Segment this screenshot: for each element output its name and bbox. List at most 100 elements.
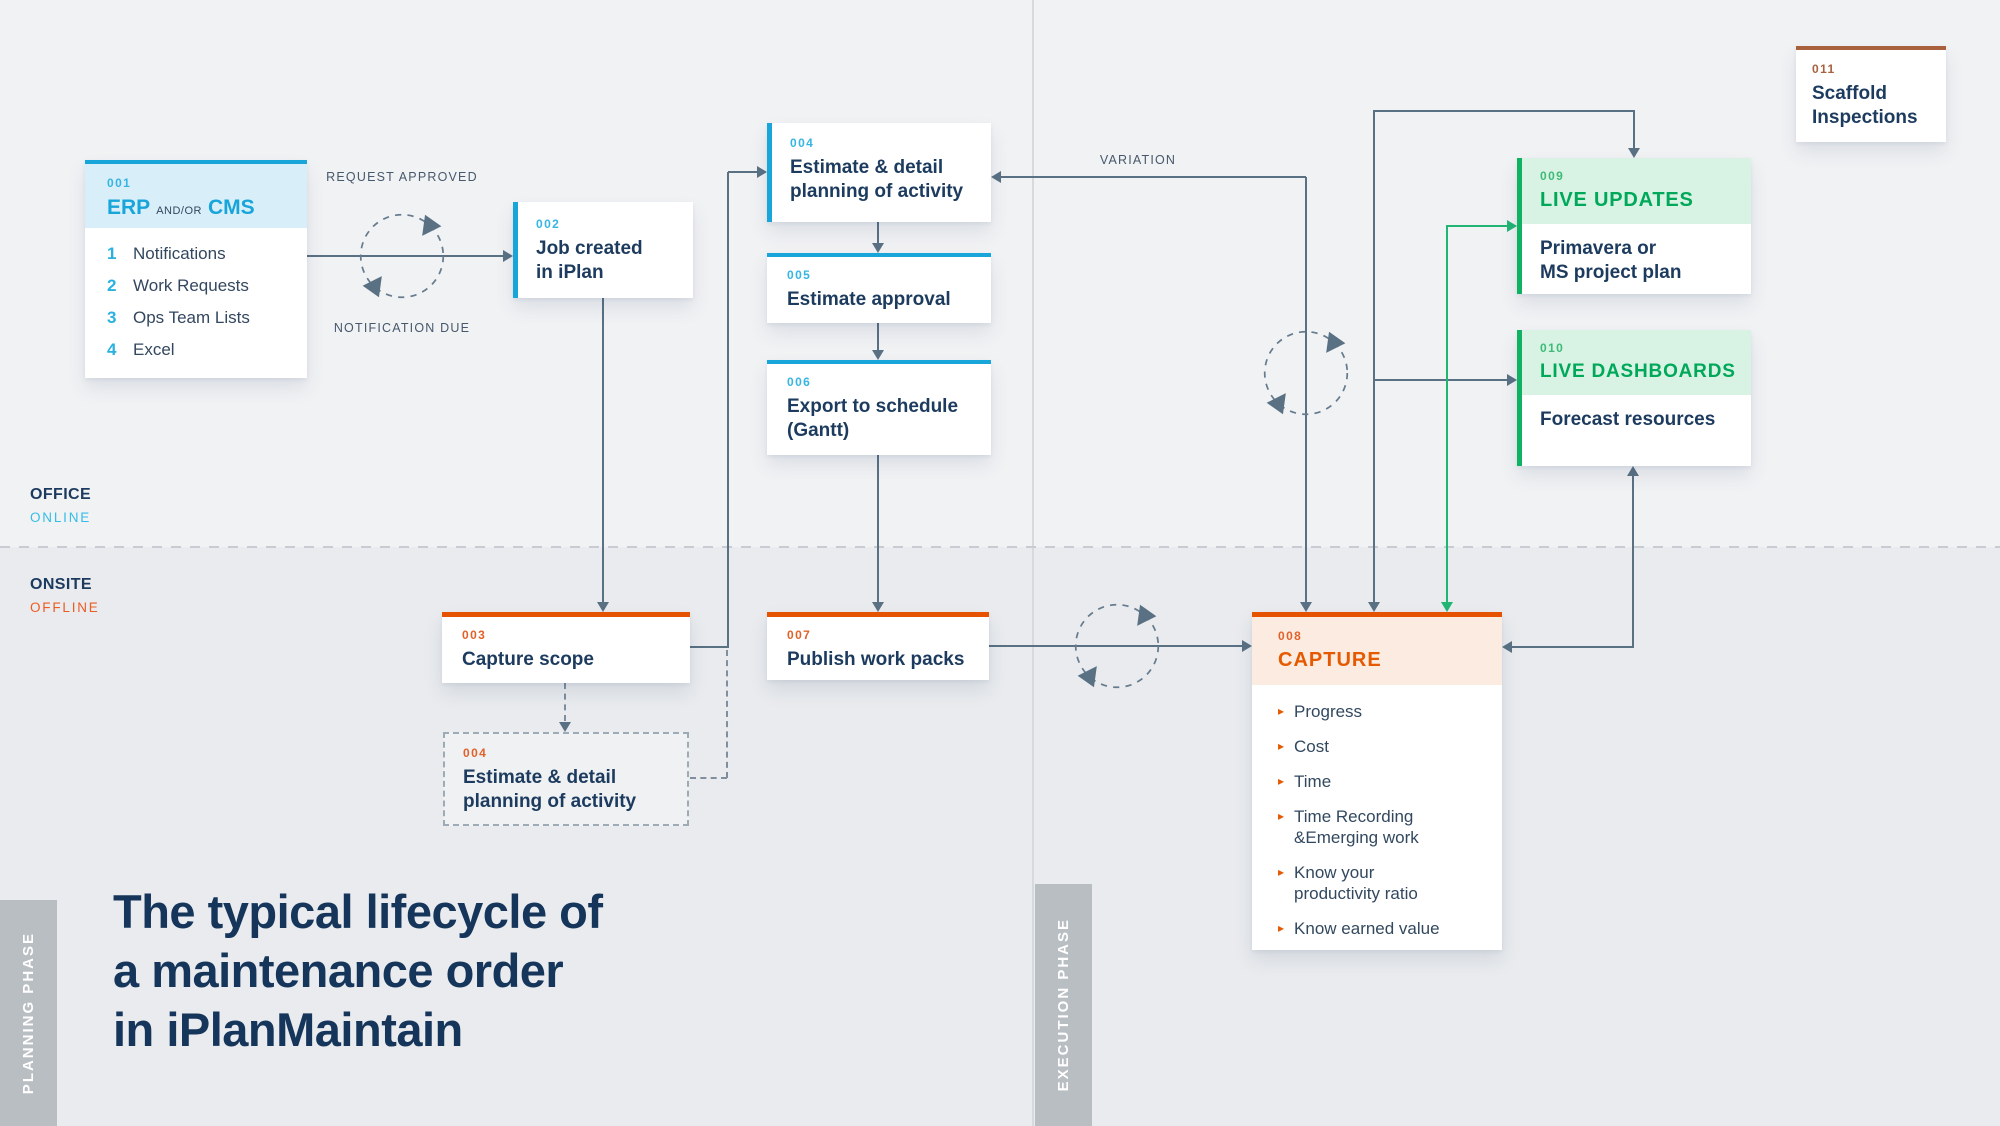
card-007-publish-work-packs: 007 Publish work packs (767, 612, 989, 680)
triangle-bullet-icon: ▸ (1278, 739, 1285, 753)
card-008-header: 008 CAPTURE (1252, 617, 1502, 685)
item-number: 1 (107, 244, 117, 263)
item-label: Time Recording&Emerging work (1294, 806, 1419, 848)
card-number: 009 (1540, 169, 1565, 183)
card-010-live-dashboards: 010 LIVE DASHBOARDS Forecast resources (1517, 330, 1751, 466)
list-item: ▸Know earned value (1278, 918, 1486, 939)
title-line: (Gantt) (787, 420, 850, 441)
card-number: 003 (462, 628, 487, 642)
title-line: Inspections (1812, 107, 1918, 128)
item-label: Work Requests (133, 276, 249, 295)
onsite-offline-region (0, 547, 2000, 1126)
connector-liveupdates-008-v (1446, 226, 1448, 602)
connector-006-007 (877, 455, 879, 602)
body-line: Primavera or (1540, 238, 1657, 259)
sync-cycle-icon (359, 213, 445, 299)
arrowhead-variation-into-004 (991, 171, 1001, 183)
item-label: Cost (1294, 737, 1329, 756)
card-body: Forecast resources (1522, 395, 1751, 432)
card-005-estimate-approval: 005 Estimate approval (767, 253, 991, 323)
sync-cycle-icon (1263, 330, 1349, 416)
title-line: planning of activity (463, 791, 637, 812)
connector-hub-010-h (1374, 379, 1507, 381)
connector-loop-010-v (1632, 474, 1634, 648)
connector-004dashed-h (690, 777, 727, 779)
list-item: ▸ Progress (1278, 701, 1486, 722)
connector-hub-top-h (1373, 110, 1635, 112)
connector-004-005 (877, 222, 879, 243)
erp-label: ERP (107, 196, 151, 219)
title-line: in iPlan (536, 262, 604, 283)
body-line: Forecast resources (1540, 409, 1716, 430)
card-number: 005 (787, 268, 812, 282)
title-line: a maintenance order (113, 944, 564, 997)
arrowhead-into-005 (872, 243, 884, 253)
card-004-estimate-planning: 004 Estimate & detail planning of activi… (767, 123, 991, 222)
item-line: Know your (1294, 863, 1375, 882)
andor-label: AND/OR (156, 205, 202, 217)
arrowhead-green-into-009 (1507, 220, 1517, 232)
item-number: 2 (107, 276, 117, 295)
connector-007-008 (989, 645, 1242, 647)
list-item: ▸ Time Recording&Emerging work (1278, 806, 1486, 848)
card-title: CAPTURE (1278, 649, 1382, 671)
connector-hub-v (1373, 111, 1375, 602)
page-title: The typical lifecycle of a maintenance o… (113, 882, 603, 1059)
triangle-bullet-icon: ▸ (1278, 704, 1285, 718)
triangle-bullet-icon: ▸ (1278, 865, 1285, 879)
arrowhead-into-004dashed (559, 722, 571, 732)
connector-005-006 (877, 323, 879, 350)
connector-liveupdates-008-h (1446, 225, 1507, 227)
card-number: 007 (787, 628, 812, 642)
title-line: Scaffold (1812, 83, 1887, 104)
arrowhead-into-010-bottom (1627, 466, 1639, 476)
list-item: ▸Time (1278, 771, 1486, 792)
card-number: 008 (1278, 629, 1303, 643)
list-item: ▸ Cost (1278, 736, 1486, 757)
title-line: The typical lifecycle of (113, 885, 603, 938)
connector-loop-008-h (1512, 646, 1634, 648)
card-004-dashed-estimate-planning: 004 Estimate & detail planning of activi… (443, 732, 689, 826)
card-title: Estimate approval (787, 289, 951, 310)
card-title: Estimate & detail planning of activity (790, 156, 979, 204)
card-003-capture-scope: 003 Capture scope (442, 612, 690, 683)
card-number: 004 (790, 136, 815, 150)
label-office: OFFICE (30, 486, 92, 503)
list-item: 2 Work Requests (85, 270, 307, 302)
label-notification-due: NOTIFICATION DUE (333, 321, 471, 335)
connector-003-up-v (727, 172, 729, 648)
connector-into-004-h (728, 171, 757, 173)
item-label: Time (1294, 772, 1332, 791)
connector-001-002 (307, 255, 503, 257)
connector-003-004dashed (564, 683, 566, 721)
execution-phase-label: EXECUTION PHASE (1055, 918, 1072, 1092)
label-onsite: ONSITE (30, 576, 92, 593)
list-item: 1 Notifications (85, 238, 307, 270)
card-011-scaffold-inspections: 011 Scaffold Inspections (1796, 46, 1946, 142)
arrowhead-green-into-008 (1441, 602, 1453, 612)
connector-004dashed-v (726, 650, 728, 778)
connector-hub-009-v (1633, 110, 1635, 148)
arrowhead-variation-into-008 (1300, 602, 1312, 612)
item-label: Progress (1294, 702, 1363, 721)
item-label: Ops Team Lists (133, 308, 250, 327)
arrowhead-into-009-top (1628, 148, 1640, 158)
card-number: 004 (463, 746, 488, 760)
title-line: in iPlanMaintain (113, 1003, 463, 1056)
card-number: 010 (1540, 341, 1565, 355)
card-number: 002 (536, 217, 561, 231)
triangle-bullet-icon: ▸ (1278, 921, 1285, 935)
card-number: 001 (107, 176, 132, 190)
arrowhead-into-002 (503, 250, 513, 262)
card-title: Export to schedule (Gantt) (787, 395, 979, 443)
arrowhead-into-008-left (1242, 640, 1252, 652)
phase-divider-line (1032, 0, 1034, 1126)
planning-phase-tab: PLANNING PHASE (0, 900, 57, 1126)
triangle-bullet-icon: ▸ (1278, 809, 1285, 823)
card-009-header: 009 LIVE UPDATES (1522, 158, 1751, 224)
item-label: Notifications (133, 244, 226, 263)
